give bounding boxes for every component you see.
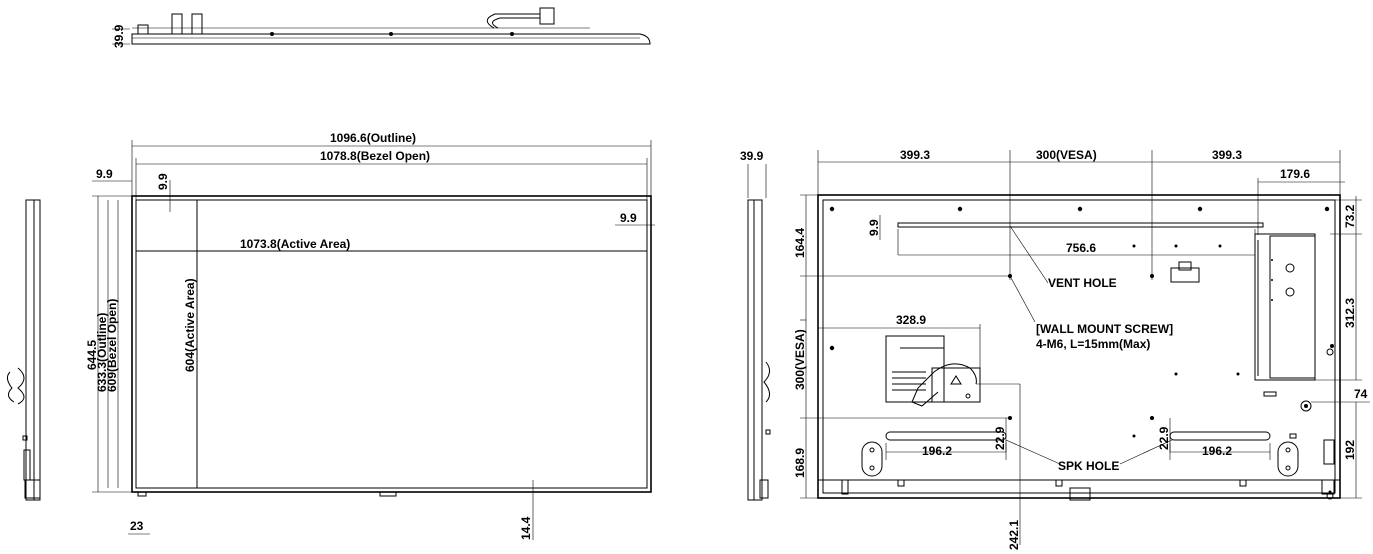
vent-hole-label: VENT HOLE	[1048, 276, 1117, 290]
overall-height-label: 644.5	[85, 340, 99, 370]
side-depth-label: 39.9	[740, 149, 764, 163]
wall-mount-spec: 4-M6, L=15mm(Max)	[1036, 337, 1150, 351]
bezel-open-height-label: 609(Bezel Open)	[105, 299, 119, 392]
bottom-center-label: 14.4	[519, 516, 533, 540]
outline-width-label: 1096.6(Outline)	[330, 131, 416, 145]
right-side-view: 39.9	[740, 149, 771, 501]
right-margin-label: 399.3	[1212, 148, 1242, 162]
power-offset-label: 328.9	[896, 313, 926, 327]
vent-length-label: 756.6	[1066, 241, 1096, 255]
bezel-opening	[135, 199, 648, 489]
board-width-label: 179.6	[1280, 167, 1310, 181]
spk-right-height-label: 22.9	[1157, 426, 1171, 450]
bezel-left-label: 9.9	[96, 167, 113, 181]
vent-top-offset-label: 9.9	[867, 219, 881, 236]
board-height-label: 312.3	[1343, 298, 1357, 328]
back-outline	[817, 194, 1341, 499]
jack-size-label: 74	[1354, 387, 1368, 401]
top-depth-label: 39.9	[112, 24, 126, 48]
bezel-top-label: 9.9	[156, 173, 170, 190]
left-top-height-label: 164.4	[793, 228, 807, 258]
active-height-label: 604(Active Area)	[183, 278, 197, 372]
back-view: 399.3 300(VESA) 399.3 179.6 9.9 756.6 VE…	[793, 148, 1370, 550]
front-outline	[131, 195, 652, 493]
top-view: 39.9	[112, 7, 651, 48]
vesa-height-label: 300(VESA)	[793, 329, 807, 390]
spk-hole-label: SPK HOLE	[1058, 459, 1119, 473]
bottom-left-label: 23	[130, 519, 144, 533]
active-width-label: 1073.8(Active Area)	[240, 237, 350, 251]
left-side-view	[6, 199, 41, 501]
bottom-right-height-label: 192	[1343, 440, 1357, 460]
bottom-left-height-label: 168.9	[793, 448, 807, 478]
wall-mount-title: [WALL MOUNT SCREW]	[1036, 322, 1173, 336]
bezel-right-label: 9.9	[620, 211, 637, 225]
spk-right-width-label: 196.2	[1202, 444, 1232, 458]
front-view: 1096.6(Outline) 1078.8(Bezel Open) 9.9 9…	[85, 131, 655, 540]
right-top-label: 73.2	[1343, 204, 1357, 228]
outline-height-label: 633.3(Outline)	[95, 313, 109, 392]
left-margin-label: 399.3	[900, 148, 930, 162]
spk-left-width-label: 196.2	[922, 444, 952, 458]
bezel-open-width-label: 1078.8(Bezel Open)	[320, 149, 430, 163]
spk-left-height-label: 22.9	[993, 426, 1007, 450]
vesa-width-label: 300(VESA)	[1036, 148, 1097, 162]
bottom-center-height-label: 242.1	[1007, 520, 1021, 550]
